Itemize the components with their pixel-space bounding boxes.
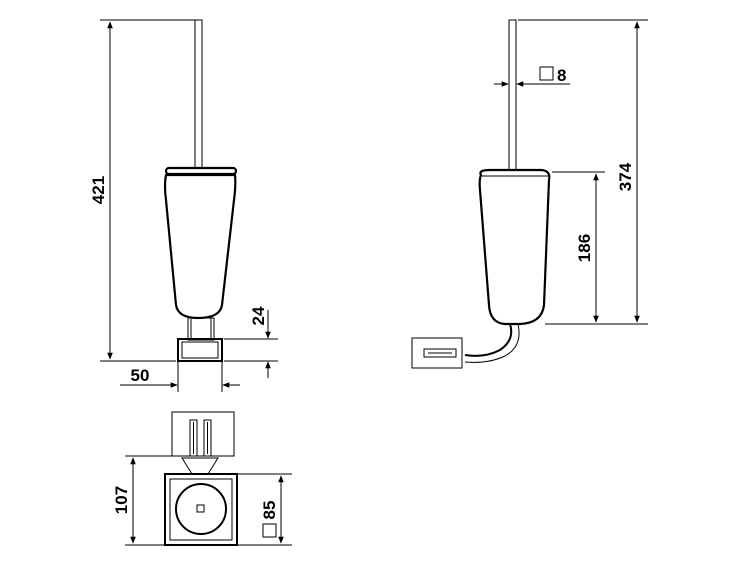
front-view: 421 24 50 — [89, 19, 278, 392]
top-center-hole — [196, 504, 205, 513]
front-holder-rim — [164, 166, 238, 176]
front-rod — [194, 19, 203, 171]
top-bracket — [181, 457, 219, 475]
dim-label-374: 374 — [616, 162, 635, 191]
dim-label-186: 186 — [575, 234, 594, 262]
square-symbol-icon — [539, 66, 554, 81]
side-holder-body — [478, 168, 551, 326]
dim-label-421: 421 — [89, 176, 108, 204]
front-foot-inner — [190, 317, 212, 341]
top-square-plate — [164, 473, 238, 546]
top-wall-section — [171, 411, 235, 457]
top-view: 107 85 — [112, 411, 292, 546]
dim-label-85: 85 — [260, 501, 279, 520]
dim-label-50: 50 — [131, 366, 150, 385]
side-wall-mount — [411, 337, 463, 369]
dim-label-8: 8 — [557, 66, 566, 85]
dim-label-107: 107 — [112, 486, 131, 514]
side-rod — [508, 19, 517, 176]
front-base — [177, 338, 223, 362]
dim-label-24: 24 — [249, 306, 268, 325]
top-holder-circle — [175, 483, 227, 535]
square-symbol-icon — [262, 523, 277, 538]
side-wall-arm — [464, 323, 513, 357]
front-holder-body — [163, 173, 237, 320]
front-base-inner — [181, 341, 219, 359]
front-foot-neck — [187, 317, 215, 341]
side-view: 8 374 186 — [411, 19, 648, 369]
